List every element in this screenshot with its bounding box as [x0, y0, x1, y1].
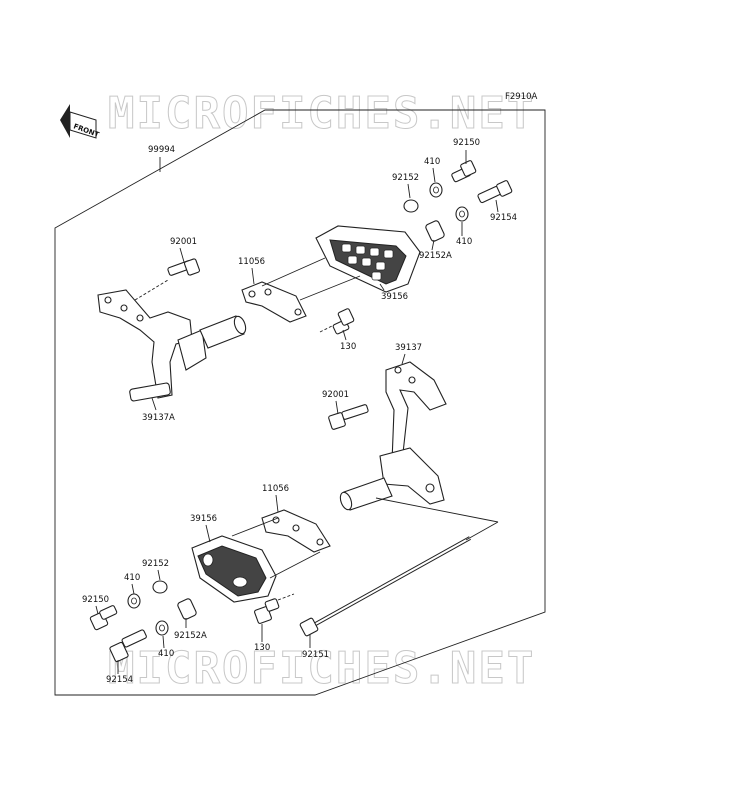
part-label-99994: 99994: [148, 145, 175, 155]
slider-39156-lower: [191, 517, 321, 603]
part-label-92152A: 92152A: [419, 251, 452, 261]
part-label-39137: 39137: [395, 343, 422, 353]
kit-outline: [54, 109, 546, 696]
part-label-11056-b: 11056: [262, 484, 289, 494]
slider-39156-upper: [261, 225, 421, 301]
part-label-410-b: 410: [456, 237, 472, 247]
part-label-130-b: 130: [254, 643, 270, 653]
bolt-92150-lower: [89, 605, 118, 631]
bolt-130-lower: [254, 593, 295, 624]
watermark-top: MICROFICHES.NET: [108, 88, 535, 139]
collar-92152A-lower: [177, 598, 197, 620]
part-label-92150: 92150: [453, 138, 480, 148]
part-label-92152-b: 92152: [142, 559, 169, 569]
part-label-92152: 92152: [392, 173, 419, 183]
part-label-39137A: 39137A: [142, 413, 175, 423]
bolt-92154-lower: [109, 629, 147, 663]
spacer-lower: [339, 477, 393, 511]
part-label-130: 130: [340, 342, 356, 352]
part-label-39156-b: 39156: [190, 514, 217, 524]
bracket-39137A: [97, 289, 207, 402]
collar-92152-lower: [152, 580, 168, 594]
part-label-410-c: 410: [124, 573, 140, 583]
part-label-410-d: 410: [158, 649, 174, 659]
part-label-11056: 11056: [238, 257, 265, 267]
part-label-92001: 92001: [170, 237, 197, 247]
bolt-92154-upper: [477, 180, 513, 204]
long-bolt-92151: [299, 497, 499, 637]
part-label-92154: 92154: [490, 213, 517, 223]
part-label-410: 410: [424, 157, 440, 167]
watermark-bottom: MICROFICHES.NET: [108, 643, 535, 694]
part-label-92150-b: 92150: [82, 595, 109, 605]
labels: 99994 92150 410 92152 92154 410 92152A 9…: [82, 138, 517, 685]
front-arrow-icon: FRONT: [60, 104, 100, 139]
part-label-39156: 39156: [381, 292, 408, 302]
diagram-code: F2910A: [505, 92, 538, 102]
bolt-92001-lower: [328, 404, 369, 430]
bolt-130-upper: [319, 308, 355, 335]
part-label-92001-b: 92001: [322, 390, 349, 400]
collar-92152A-upper: [425, 220, 445, 242]
spacer-upper: [199, 315, 247, 349]
bracket-39137: [379, 361, 447, 505]
part-label-92154-b: 92154: [106, 675, 133, 685]
plate-11056-upper: [241, 281, 307, 323]
collar-92152-upper: [403, 199, 419, 213]
part-label-92152A-b: 92152A: [174, 631, 207, 641]
bolt-92001-upper: [134, 258, 201, 301]
plate-11056-lower: [261, 509, 331, 553]
bolt-92150-upper: [451, 160, 477, 183]
part-label-92151: 92151: [302, 650, 329, 660]
